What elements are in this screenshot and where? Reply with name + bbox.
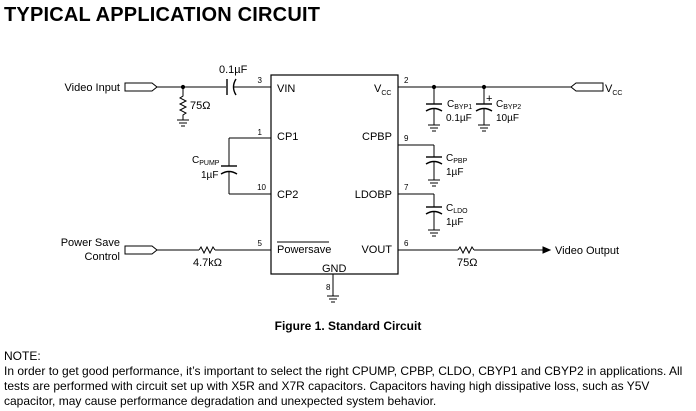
chip-body [270,74,399,275]
pin-number-cp1: 1 [258,128,263,137]
pin-label-cpbp: CPBP [362,131,392,143]
section-heading: TYPICAL APPLICATION CIRCUIT [4,4,321,26]
video-output-arrow [542,246,552,254]
pin-number-vin: 3 [258,76,263,85]
video-output-label: Video Output [555,245,619,257]
r-out-value: 75Ω [457,257,477,269]
pin-number-powersave: 5 [258,239,263,248]
pin-label-cp2: CP2 [277,189,298,201]
pin-label-ldobp: LDOBP [355,189,392,201]
cbyp1-label: CBYP1 [447,99,472,111]
c-in-value: 0.1µF [219,64,248,76]
ground-cbyp1 [428,124,440,132]
note-title: NOTE: [4,349,41,363]
cbyp1-value: 0.1µF [446,113,472,124]
cbyp2-label: CBYP2 [496,99,521,111]
cpbp-value: 1µF [446,167,463,178]
r-ps-value: 4.7kΩ [193,257,222,269]
cpump-label: CPUMP [192,155,220,167]
note-block: NOTE: In order to get good performance, … [4,349,692,409]
cpump-value: 1µF [201,170,218,181]
cpbp-label: CPBP [446,153,468,165]
pin-number-vcc: 2 [404,76,409,85]
r-ps [198,245,216,255]
circuit-diagram: 3 1 10 5 2 9 7 6 8 VIN CP1 CP2 Powersave… [61,64,622,303]
pin-label-vin: VIN [277,83,295,95]
note-text: In order to get good performance, it’s i… [4,364,683,408]
pin-label-gnd: GND [322,263,347,275]
ground-cldo [428,229,440,237]
cpump-plate-2 [220,170,238,175]
ground-chip [327,295,339,303]
pin-label-powersave: Powersave [277,244,331,256]
pin-number-gnd: 8 [326,283,331,292]
power-save-connector [124,245,158,255]
pin-label-cp1: CP1 [277,131,298,143]
pin-label-vcc: VCC [374,83,391,97]
power-save-label-2: Control [85,251,120,263]
ground-cpbp [428,179,440,187]
cbyp2-value: 10µF [496,113,519,124]
cpbp-plate-2 [425,160,443,165]
pin-number-ldobp: 7 [404,183,409,192]
power-save-label-1: Power Save [61,237,120,249]
ground-cbyp2 [478,124,490,132]
video-input-connector [124,82,158,92]
cldo-label: CLDO [446,203,468,215]
c-in-plate-2 [232,78,237,96]
video-input-label: Video Input [65,82,120,94]
r-in [178,87,188,120]
pin-number-cp2: 10 [257,183,266,192]
cldo-value: 1µF [446,217,463,228]
cbyp2-plate-2 [475,107,493,112]
figure-caption: Figure 1. Standard Circuit [274,319,422,333]
vcc-connector [570,82,604,92]
pin-number-cpbp: 9 [404,134,409,143]
cbyp2-polarity: + [486,93,492,105]
cldo-plate-2 [425,210,443,215]
vcc-label: VCC [605,83,622,97]
pin-number-vout: 6 [404,239,409,248]
r-out [457,245,475,255]
cbyp1-plate-2 [425,107,443,112]
pin-label-vout: VOUT [361,244,392,256]
r-in-value: 75Ω [190,100,210,112]
ground-r-in [177,119,189,127]
